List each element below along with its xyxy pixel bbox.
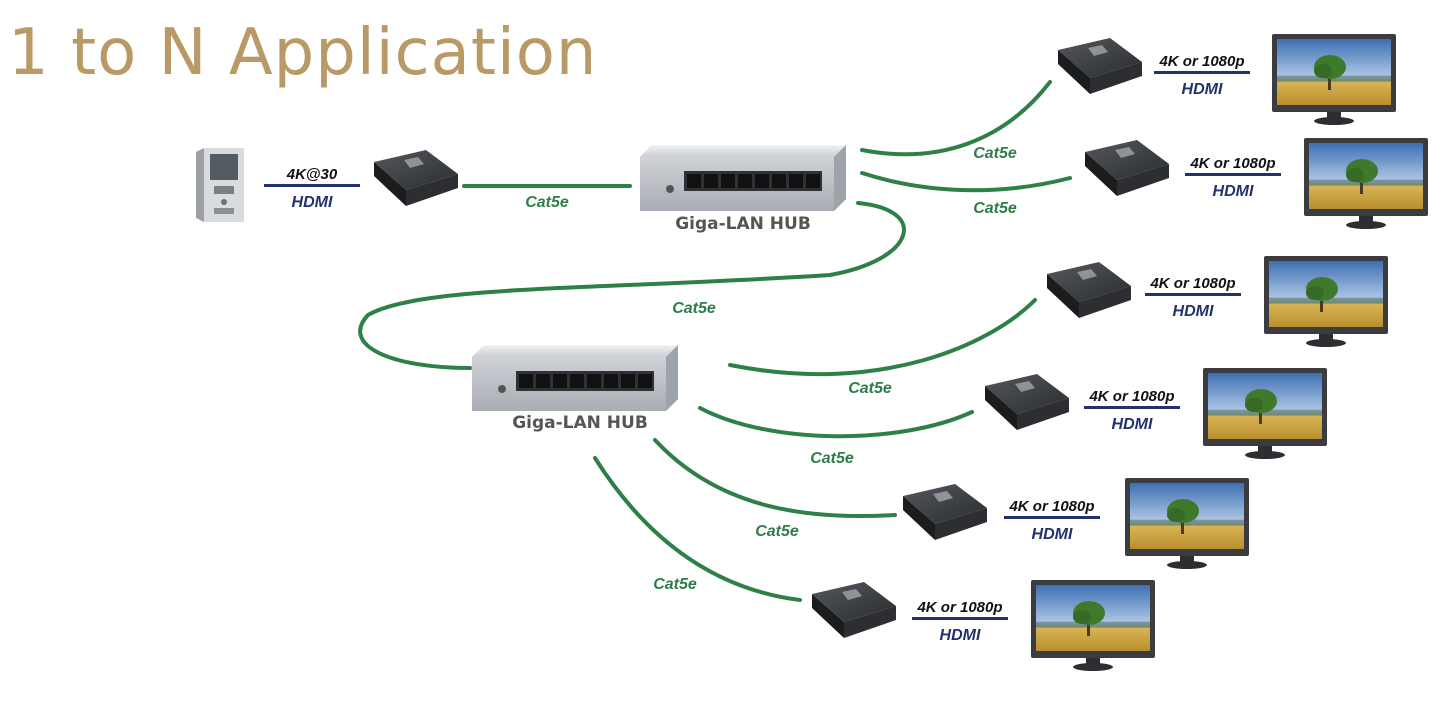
receiver-underline [1145, 293, 1241, 296]
receiver-resolution: 4K or 1080p [1189, 155, 1275, 172]
monitor-icon [1031, 580, 1155, 671]
receiver-2: Cat5e 4K or 1080p HDMI [973, 138, 1428, 229]
cable-label-source: Cat5e [525, 194, 569, 211]
cable-hub2-rx4 [698, 406, 974, 439]
cable-hub2-rx5 [653, 438, 897, 519]
hub-1-label: Giga-LAN HUB [675, 214, 811, 234]
receiver-resolution: 4K or 1080p [916, 599, 1002, 616]
receiver-box-icon [903, 484, 987, 540]
cable-hub1-to-hub2 [358, 201, 906, 370]
source-camera-icon [196, 148, 244, 222]
receiver-interface: HDMI [1173, 303, 1214, 320]
receiver-interface: HDMI [1112, 416, 1153, 433]
cable-label: Cat5e [973, 200, 1017, 217]
receiver-6: Cat5e 4K or 1080p HDMI [653, 576, 1155, 671]
receiver-box-icon [985, 374, 1069, 430]
cable-label: Cat5e [755, 523, 799, 540]
receiver-1: Cat5e 4K or 1080p HDMI [973, 34, 1396, 162]
receiver-resolution: 4K or 1080p [1149, 275, 1235, 292]
receiver-interface: HDMI [1213, 183, 1254, 200]
cable-hub1-rx1 [860, 80, 1052, 157]
cable-hub2-rx6 [593, 456, 802, 602]
cable-label-hub-to-hub: Cat5e [672, 300, 716, 317]
receiver-3: Cat5e 4K or 1080p HDMI [848, 256, 1388, 397]
transmitter-box-icon [374, 150, 458, 206]
cable-label: Cat5e [848, 380, 892, 397]
hub-2-label: Giga-LAN HUB [512, 413, 648, 433]
monitor-icon [1203, 368, 1327, 459]
source-interface: HDMI [292, 194, 333, 211]
source-underline [264, 184, 360, 187]
cable-hub2-rx3 [728, 298, 1037, 377]
receiver-box-icon [1085, 140, 1169, 196]
hub-1-icon [640, 145, 846, 211]
receiver-underline [1185, 173, 1281, 176]
receiver-4: Cat5e 4K or 1080p HDMI [810, 368, 1327, 467]
cables [358, 80, 1072, 602]
monitor-icon [1125, 478, 1249, 569]
receiver-resolution: 4K or 1080p [1158, 53, 1244, 70]
receiver-underline [1084, 406, 1180, 409]
cable-label: Cat5e [810, 450, 854, 467]
receiver-resolution: 4K or 1080p [1008, 498, 1094, 515]
receiver-5: Cat5e 4K or 1080p HDMI [755, 478, 1249, 569]
receiver-underline [1154, 71, 1250, 74]
receiver-interface: HDMI [1032, 526, 1073, 543]
hub-2-icon [472, 345, 678, 411]
receiver-interface: HDMI [940, 627, 981, 644]
page-title: 1 to N Application [8, 16, 597, 90]
monitor-icon [1304, 138, 1428, 229]
receiver-underline [912, 617, 1008, 620]
receiver-box-icon [1058, 38, 1142, 94]
receiver-interface: HDMI [1182, 81, 1223, 98]
cable-label: Cat5e [653, 576, 697, 593]
monitor-icon [1272, 34, 1396, 125]
receiver-box-icon [1047, 262, 1131, 318]
receiver-box-icon [812, 582, 896, 638]
source-resolution: 4K@30 [286, 166, 338, 183]
cable-label: Cat5e [973, 145, 1017, 162]
receiver-underline [1004, 516, 1100, 519]
monitor-icon [1264, 256, 1388, 347]
receiver-resolution: 4K or 1080p [1088, 388, 1174, 405]
cable-hub1-rx2 [860, 171, 1072, 193]
